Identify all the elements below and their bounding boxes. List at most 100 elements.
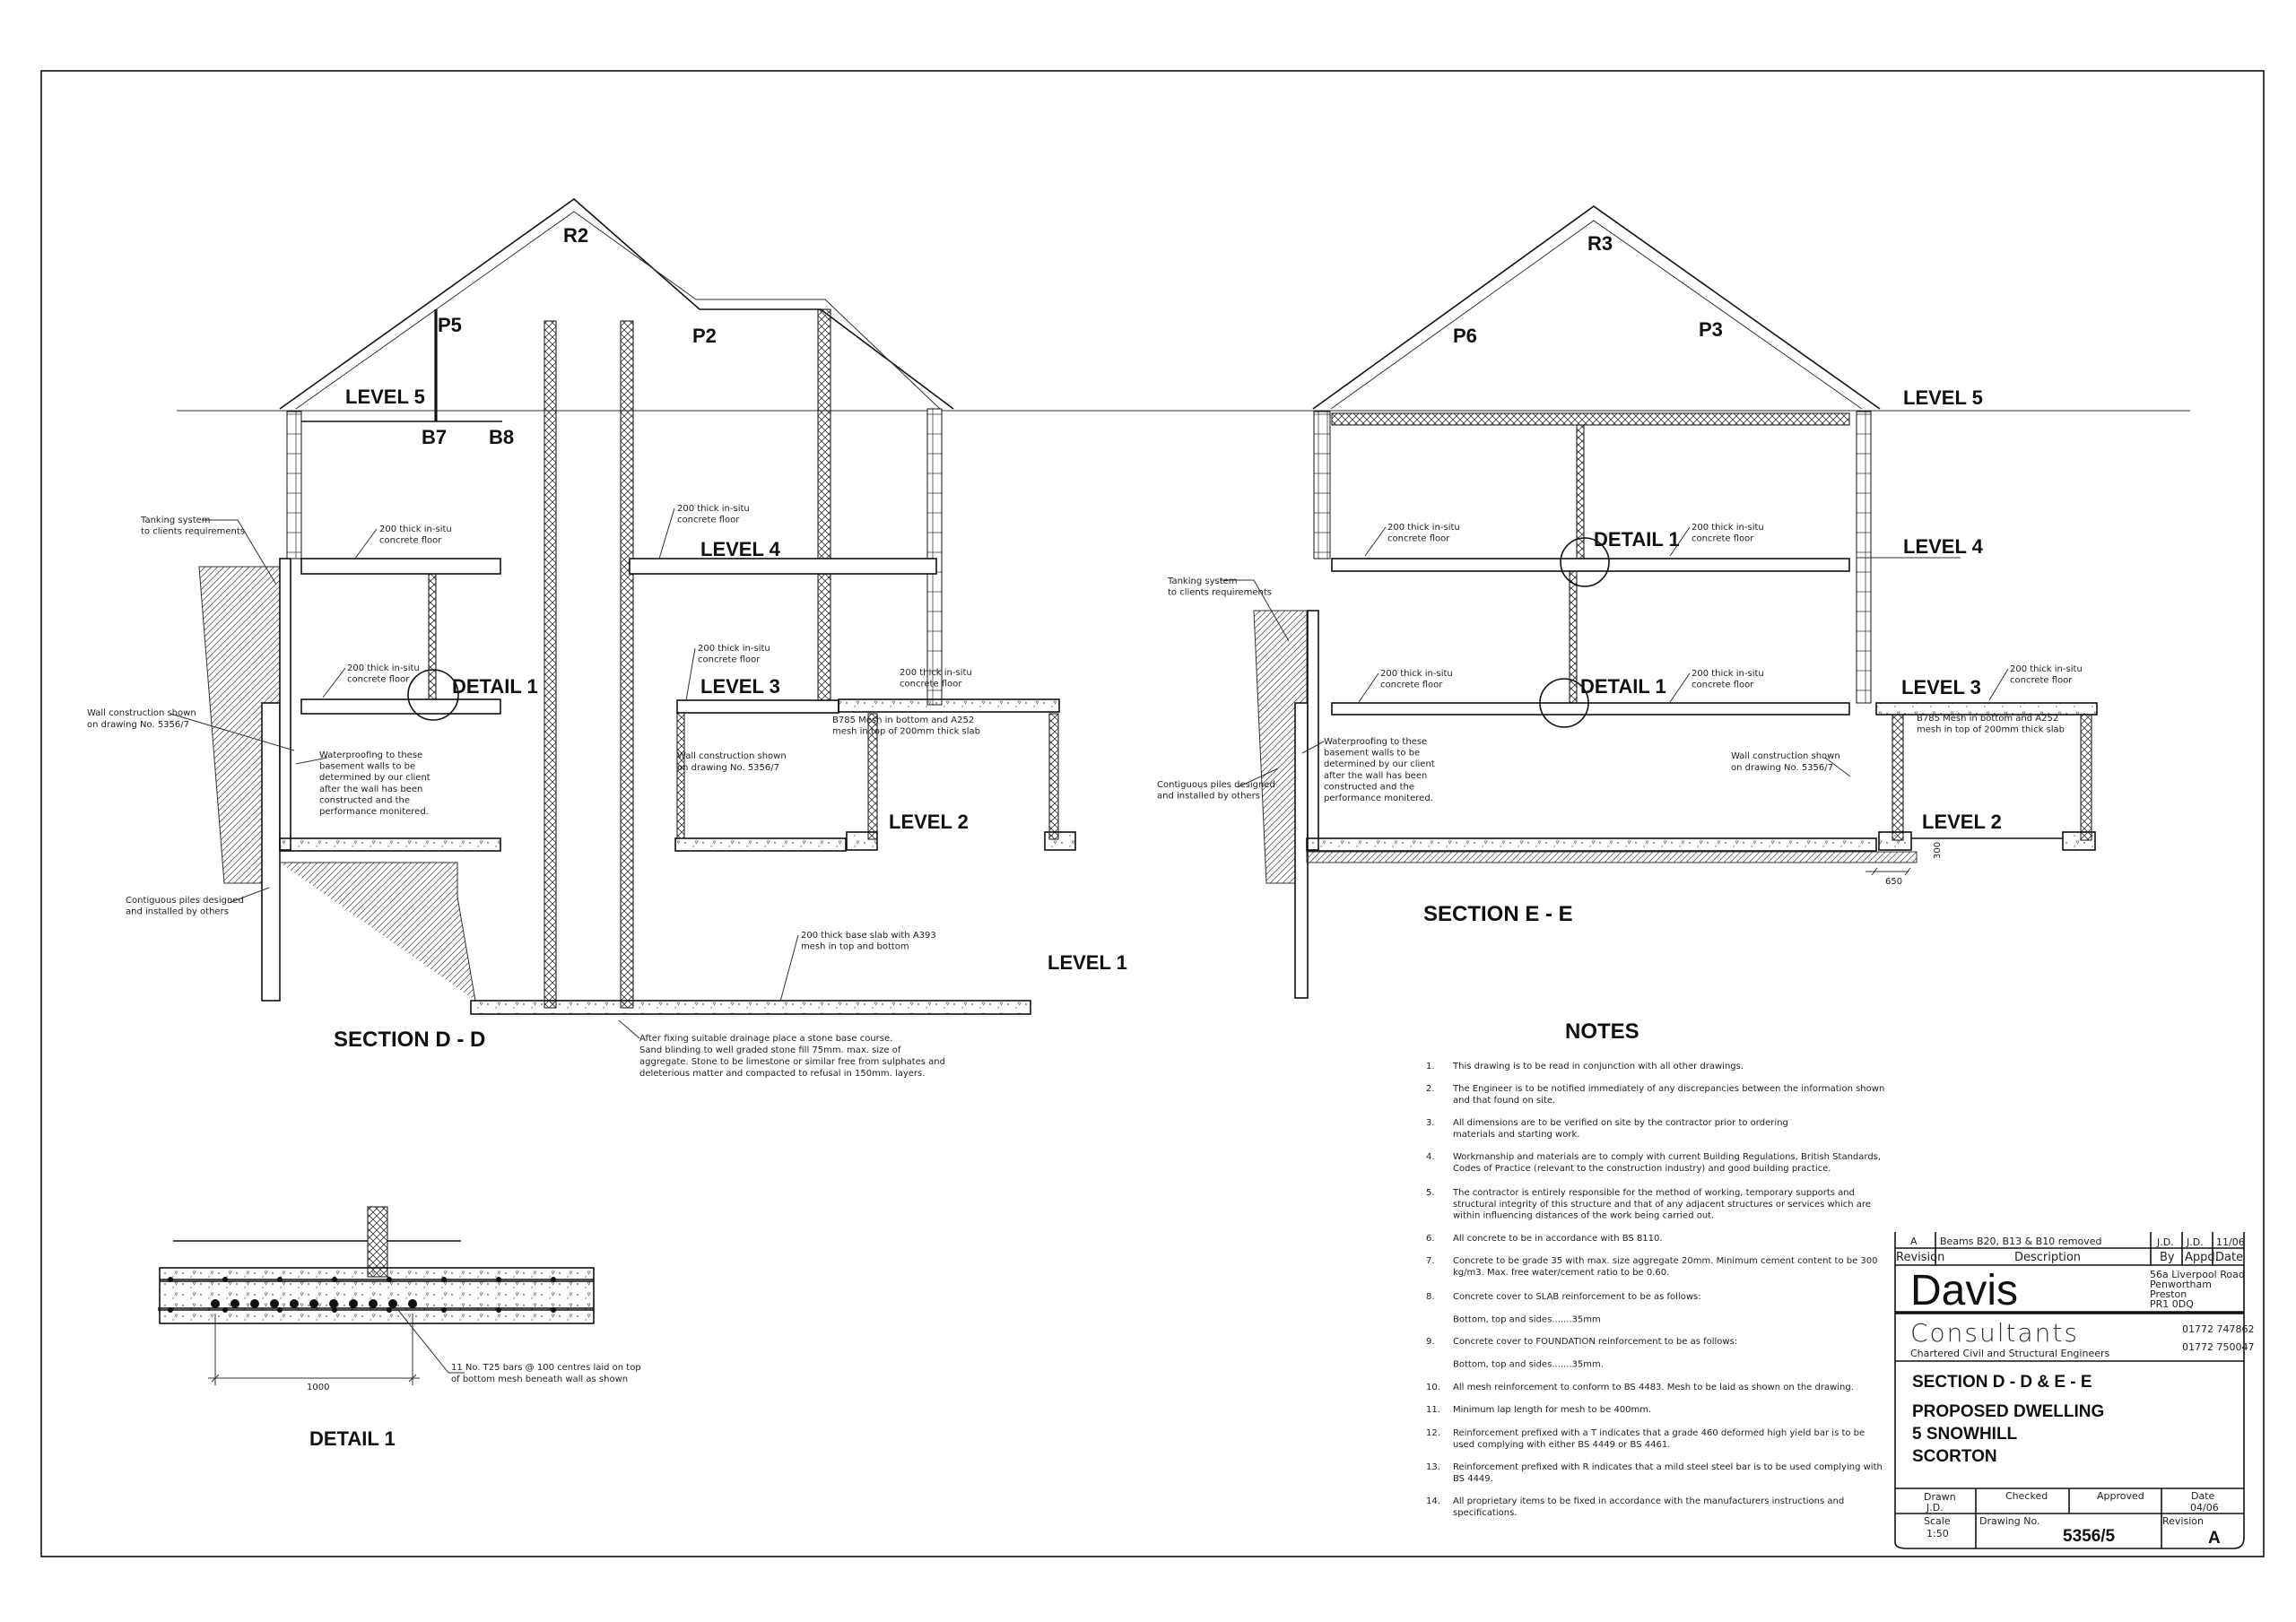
note-number: 13.: [1426, 1462, 1440, 1472]
t25-bar: [329, 1299, 338, 1308]
note-text: Concrete cover to SLAB reinforcement to …: [1453, 1292, 1701, 1302]
slab-level-2: [674, 837, 847, 852]
revision-description: Beams B20, B13 & B10 removed: [1940, 1236, 2101, 1247]
basement-slab: [1306, 837, 1877, 852]
fax: 01772 750047: [2182, 1341, 2254, 1353]
wall-level-2-right: [1048, 713, 1059, 840]
wall-over-slab: [367, 1206, 388, 1278]
base-slab-level-1: [470, 1000, 1031, 1015]
mark-p6: P6: [1453, 325, 1477, 347]
annotation-text: Waterproofing to these: [1324, 737, 1427, 747]
date-label: Date: [2191, 1490, 2215, 1502]
address-line: Preston: [2150, 1288, 2187, 1300]
header-date: Date: [2215, 1251, 2243, 1264]
t25-bar: [270, 1299, 279, 1308]
detail-1-callout-circle[interactable]: [407, 669, 459, 721]
annotation-text: to clients requirements: [1168, 588, 1272, 598]
annotation-text: after the wall has been: [1324, 771, 1427, 781]
detail-1-callout-circle-upper[interactable]: [1560, 537, 1610, 587]
address-line: 56a Liverpool Road: [2150, 1269, 2245, 1280]
note-text: All proprietary items to be fixed in acc…: [1453, 1496, 1844, 1506]
wall-right-inner: [817, 308, 831, 705]
annotation-text: on drawing No. 5356/7: [677, 763, 779, 773]
note-item: 3.All dimensions are to be verified on s…: [1426, 1118, 1788, 1140]
scale-value: 1:50: [1926, 1528, 1949, 1540]
leader-lines: [170, 507, 799, 1039]
annotation-text: determined by our client: [1324, 759, 1435, 769]
slab-level-4-left: [300, 558, 501, 575]
header-revision: Revision: [1896, 1251, 1944, 1264]
drawing-no: 5356/5: [2063, 1527, 2116, 1546]
slab-level-3-mid: [676, 699, 839, 714]
mark-p5: P5: [438, 314, 462, 336]
address-line: PR1 0DQ: [2150, 1298, 2194, 1310]
annotation-text: deleterious matter and compacted to refu…: [639, 1069, 925, 1079]
notes-list: 1.This drawing is to be read in conjunct…: [1426, 1062, 1884, 1518]
t25-bar: [369, 1299, 378, 1308]
annotation-text: Sand blinding to well graded stone fill …: [639, 1045, 901, 1055]
annotation-text: concrete floor: [1380, 681, 1443, 690]
annotation-text: 200 thick in-situ: [2010, 664, 2083, 674]
annotation-text: concrete floor: [379, 536, 442, 546]
project-town: SCORTON: [1912, 1447, 1997, 1466]
annotation-text: and installed by others: [1157, 792, 1260, 802]
t25-bar: [230, 1299, 239, 1308]
annotation-text: 200 thick in-situ: [347, 664, 420, 673]
mark-b7: B7: [422, 426, 447, 448]
title-block: A Beams B20, B13 & B10 removed J.D. J.D.…: [1894, 1232, 2254, 1549]
t25-bar: [211, 1299, 220, 1308]
notes: NOTES 1.This drawing is to be read in co…: [1426, 1019, 1884, 1518]
roof-inner-line: [295, 211, 941, 410]
note-text: materials and starting work.: [1453, 1130, 1579, 1140]
annotation-text: 200 thick base slab with A393: [801, 931, 936, 941]
ceiling-joists-level-5: [1331, 412, 1850, 426]
annotation-text: performance monitered.: [319, 807, 429, 817]
mark-b8: B8: [489, 426, 514, 448]
note-number: 7.: [1426, 1256, 1435, 1266]
annotation-text: determined by our client: [319, 773, 430, 783]
leader-lines: [1220, 526, 2009, 788]
annotation-text: and installed by others: [126, 907, 229, 917]
note-text: within influencing distances of the work…: [1453, 1211, 1714, 1221]
note-text: structural integrity of this structure a…: [1453, 1200, 1871, 1210]
annotation-text: Contiguous piles designed: [1157, 780, 1275, 790]
annotation-text: concrete floor: [2010, 676, 2073, 686]
note-number: 8.: [1426, 1292, 1435, 1302]
dimension-300-label: 300: [1933, 842, 1943, 859]
note-text: kg/m3. Max. free water/cement ratio to b…: [1453, 1268, 1669, 1278]
slab-level-3: [1331, 702, 1850, 716]
slab-level-4: [1331, 558, 1850, 572]
project-name: PROPOSED DWELLING: [1912, 1402, 2104, 1421]
note-item: 4.Workmanship and materials are to compl…: [1426, 1152, 1881, 1174]
t25-bar: [408, 1299, 417, 1308]
level-1-label: LEVEL 1: [1048, 951, 1127, 974]
sheet-border: [40, 70, 2265, 1557]
detail-1-drawing: 1000 11 No. T25 bars @ 100 centres laid …: [158, 1206, 641, 1450]
detail-1-callout-circle-lower[interactable]: [1539, 678, 1589, 728]
mark-r2: R2: [563, 224, 588, 247]
level-2-label: LEVEL 2: [1922, 811, 2002, 833]
fill-under-slab: [1306, 851, 1918, 863]
annotation-text: Tanking system: [140, 516, 211, 525]
mesh-bar: [551, 1277, 556, 1282]
header-appd: Appd.: [2185, 1251, 2219, 1264]
wall-upper-left: [286, 411, 302, 559]
date-value: 04/06: [2190, 1502, 2219, 1514]
mesh-bar: [441, 1277, 447, 1282]
annotation-text: 200 thick in-situ: [1692, 669, 1764, 679]
note-number: 2.: [1426, 1084, 1435, 1094]
t25-bars: [168, 1277, 556, 1313]
wall-level-2-left: [676, 712, 685, 839]
note-number: 10.: [1426, 1383, 1440, 1392]
note-number: 6.: [1426, 1234, 1435, 1244]
